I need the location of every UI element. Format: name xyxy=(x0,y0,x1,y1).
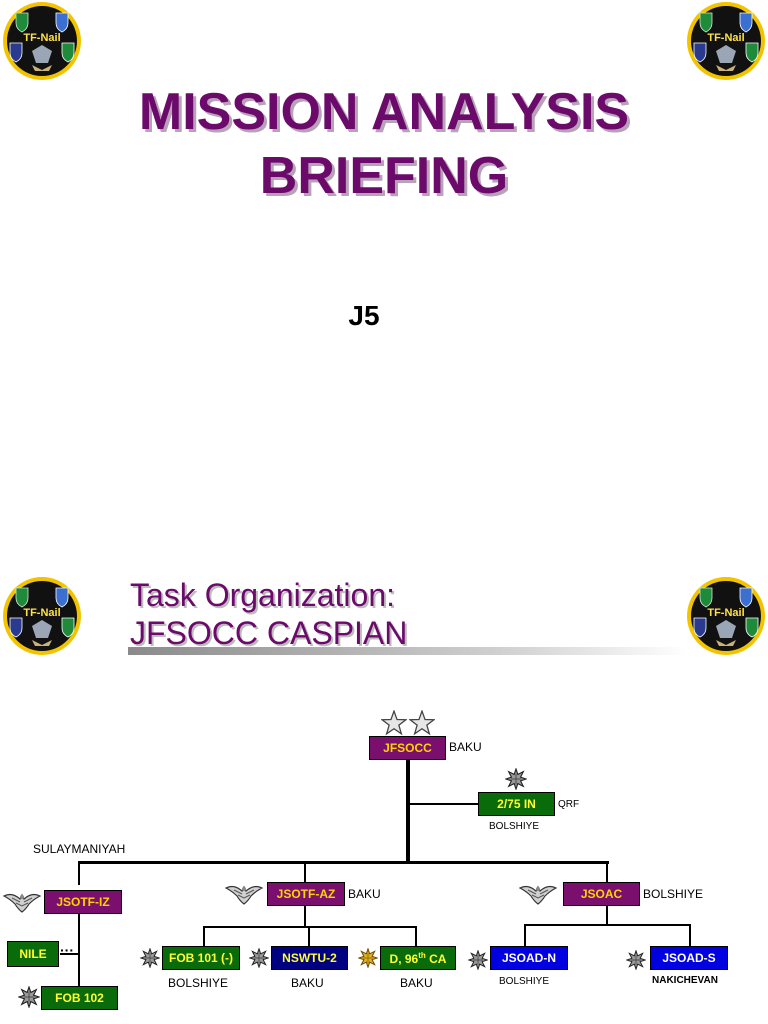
unit-label: NILE xyxy=(19,947,47,961)
eagle-rank-icon xyxy=(224,882,264,906)
unit-label: FOB 102 xyxy=(55,991,104,1005)
unit-label: JSOTF-IZ xyxy=(56,895,110,909)
unit-label-suffix: CA xyxy=(425,951,447,966)
eagle-rank-icon xyxy=(518,882,558,906)
logo-text: TF-Nail xyxy=(23,32,61,44)
oak-leaf-rank-icon xyxy=(18,986,40,1008)
location-label: BAKU xyxy=(400,976,433,990)
location-label: BAKU xyxy=(291,976,324,990)
connector-jsotf-iz-drop xyxy=(78,861,80,885)
location-label: BAKU xyxy=(449,740,482,754)
connector-jsoac-drop xyxy=(606,861,608,882)
unit-fob-101: FOB 101 (-) xyxy=(162,946,240,970)
location-label: NAKICHEVAN xyxy=(652,975,718,986)
oak-leaf-rank-icon xyxy=(468,950,488,970)
unit-label: JSOAD-N xyxy=(501,951,556,965)
connector-jsotf-az-drop xyxy=(304,861,306,882)
logo-text: TF-Nail xyxy=(707,32,745,44)
gold-oak-leaf-rank-icon xyxy=(358,948,378,968)
location-label: BOLSHIYE xyxy=(168,976,229,990)
two-star-rank-icon xyxy=(381,710,437,736)
connector-main-bus xyxy=(79,861,609,864)
title-line-1: MISSION ANALYSIS xyxy=(138,83,630,141)
connector-jsoad-n xyxy=(524,924,526,947)
unit-d-96th-ca: D, 96th CA xyxy=(380,946,456,970)
unit-nile: NILE xyxy=(7,941,59,967)
title-underline xyxy=(128,647,688,655)
connector-jsoac-trunk xyxy=(606,906,608,925)
connector-fob101 xyxy=(203,926,205,947)
location-label: BOLSHIYE xyxy=(499,976,550,987)
location-label: BOLSHIYE xyxy=(489,821,540,832)
unit-label: JSOTF-AZ xyxy=(276,887,336,901)
tf-nail-logo-right: TF-Nail xyxy=(686,576,766,656)
oak-leaf-rank-icon xyxy=(626,950,646,970)
unit-jsoac: JSOAC xyxy=(563,882,640,906)
unit-label: JFSOCC xyxy=(383,741,432,755)
title-line-2: JFSOCC CASPIAN xyxy=(130,615,408,651)
unit-label-ordinal: th xyxy=(418,950,426,960)
unit-2-75-in: 2/75 IN xyxy=(478,792,555,816)
unit-label-prefix: D, 96 xyxy=(389,951,419,966)
unit-fob-102: FOB 102 xyxy=(41,986,118,1010)
slide-title: MISSION ANALYSIS BRIEFING xyxy=(0,80,768,208)
logo-text: TF-Nail xyxy=(23,607,61,619)
slide-task-organization: TF-Nail TF-Nail Task Organization: JFSOC… xyxy=(0,556,768,1024)
title-line-2: BRIEFING xyxy=(259,147,509,205)
location-label: BAKU xyxy=(348,887,381,901)
unit-jsoad-s: JSOAD-S xyxy=(650,946,728,970)
connector-nswtu2 xyxy=(308,926,310,947)
connector-jsotf-az-trunk xyxy=(304,906,306,927)
tf-nail-logo-right: TF-Nail xyxy=(686,1,766,81)
connector-jsoac-bus xyxy=(524,924,691,926)
oak-leaf-rank-icon xyxy=(249,948,269,968)
connector-nile xyxy=(60,953,78,955)
connector-jsoad-s xyxy=(689,924,691,947)
connector-jsotf-iz-trunk xyxy=(78,908,80,986)
oak-leaf-rank-icon xyxy=(505,768,527,790)
connector-d96ca xyxy=(415,926,417,947)
logo-text: TF-Nail xyxy=(707,607,745,619)
unit-label: NSWTU-2 xyxy=(282,951,337,965)
tf-nail-logo-left: TF-Nail xyxy=(2,1,82,81)
section-subtitle: J5 xyxy=(348,300,380,331)
unit-label: D, 96th CA xyxy=(390,951,447,966)
slide-title: Task Organization: JFSOCC CASPIAN xyxy=(130,576,407,652)
slide-mission-analysis: TF-Nail TF-Nail MISSION ANALYSIS BRIEFIN… xyxy=(0,0,768,331)
unit-label: JSOAD-S xyxy=(662,951,716,965)
connector-jsotf-az-bus xyxy=(203,926,417,928)
role-label: QRF xyxy=(558,799,580,810)
unit-jsoad-n: JSOAD-N xyxy=(490,946,568,970)
unit-label: JSOAC xyxy=(580,887,623,901)
unit-label: 2/75 IN xyxy=(497,797,536,811)
unit-jsotf-iz: JSOTF-IZ xyxy=(44,890,122,914)
unit-label: FOB 101 (-) xyxy=(168,951,233,965)
oak-leaf-rank-icon xyxy=(140,948,160,968)
title-line-1: Task Organization: xyxy=(130,577,396,613)
location-label: BOLSHIYE xyxy=(643,887,704,901)
eagle-rank-icon xyxy=(2,890,42,914)
tf-nail-logo-left: TF-Nail xyxy=(2,576,82,656)
dotted-relationship: ··· xyxy=(60,942,74,958)
bus-location-label: SULAYMANIYAH xyxy=(33,842,126,856)
connector-hq-trunk xyxy=(406,760,410,862)
connector-qrf xyxy=(410,803,478,805)
unit-jfsocc: JFSOCC xyxy=(369,736,446,760)
unit-nswtu-2: NSWTU-2 xyxy=(271,946,348,970)
unit-jsotf-az: JSOTF-AZ xyxy=(267,882,345,906)
